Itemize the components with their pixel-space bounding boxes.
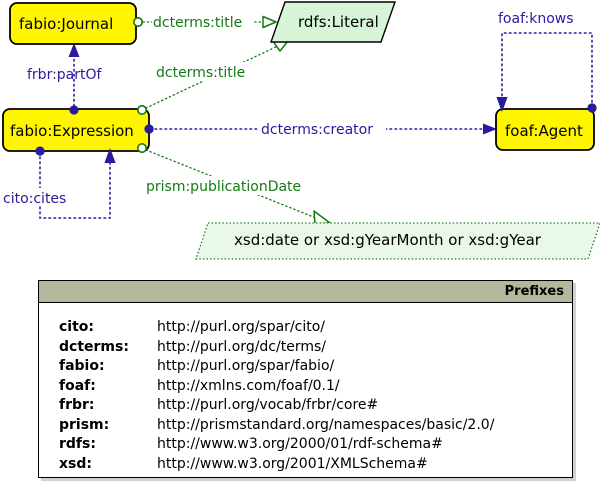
prefix-key: prism:	[59, 416, 110, 433]
table-row: cito: http://purl.org/spar/cito/	[59, 318, 572, 338]
anchor-circle-title-expression	[137, 105, 148, 116]
prefix-key: fabio:	[59, 358, 105, 374]
label-bg-foaf-knows	[496, 8, 596, 27]
prefix-key: cito:	[59, 319, 95, 335]
prefixes-table-body: cito: http://purl.org/spar/cito/ dcterms…	[39, 303, 572, 474]
prefix-uri: http://prismstandard.org/namespaces/basi…	[157, 416, 495, 433]
node-foaf-agent[interactable]: foaf:Agent	[495, 108, 595, 151]
edge-line-foaf-knows	[501, 32, 593, 108]
table-row: dcterms: http://purl.org/dc/terms/	[59, 338, 572, 358]
edge-label-foaf-knows: foaf:knows	[498, 11, 574, 27]
prefixes-table-header: Prefixes	[39, 281, 572, 303]
prefix-uri: http://www.w3.org/2001/XMLSchema#	[157, 455, 428, 472]
arrowhead-frbr-partOf	[68, 43, 80, 57]
edge-prism-publicationDate[interactable]: prism:publicationDate	[137, 143, 342, 225]
prefix-uri: http://www.w3.org/2000/01/rdf-schema#	[157, 436, 443, 452]
prefix-key: rdfs:	[59, 436, 96, 452]
prefix-uri: http://purl.org/vocab/frbr/core#	[157, 397, 379, 413]
arrowhead-dcterms-title-journal	[262, 15, 277, 29]
table-row: rdfs: http://www.w3.org/2000/01/rdf-sche…	[59, 435, 572, 455]
node-fabio-journal[interactable]: fabio:Journal	[9, 2, 137, 45]
label-bg-prism-publicationDate	[144, 176, 342, 195]
table-row: fabio: http://purl.org/spar/fabio/	[59, 357, 572, 377]
prefix-key: xsd:	[59, 455, 92, 472]
node-label-fabio-journal: fabio:Journal	[19, 15, 113, 33]
anchor-dot-cites-source	[35, 146, 45, 156]
node-shape-xsd-date-types	[195, 222, 600, 260]
table-row: foaf: http://xmlns.com/foaf/0.1/	[59, 377, 572, 397]
prefix-uri: http://purl.org/spar/fabio/	[157, 358, 335, 374]
label-bg-dcterms-creator	[258, 120, 386, 138]
node-rdfs-literal[interactable]: rdfs:Literal	[270, 1, 396, 43]
node-xsd-date-types[interactable]: xsd:date or xsd:gYearMonth or xsd:gYear	[195, 222, 600, 260]
edge-dcterms-title-expression[interactable]: dcterms:title	[137, 39, 289, 116]
edge-label-dcterms-creator: dcterms:creator	[261, 122, 373, 138]
anchor-circle-pubdate	[137, 143, 148, 154]
prefix-uri: http://purl.org/spar/cito/	[157, 319, 326, 335]
edge-dcterms-creator[interactable]: dcterms:creator	[144, 120, 497, 138]
anchor-dot-creator-source	[144, 124, 154, 134]
label-bg-dcterms-title-journal	[152, 12, 254, 31]
arrowhead-dcterms-creator	[483, 123, 497, 135]
label-bg-cito-cites	[2, 188, 78, 206]
node-shape-rdfs-literal	[270, 1, 396, 43]
edge-label-prism-publicationDate: prism:publicationDate	[146, 179, 301, 195]
prefix-uri: http://purl.org/dc/terms/	[157, 338, 326, 355]
node-label-rdfs-literal: rdfs:Literal	[298, 13, 379, 31]
edge-cito-cites[interactable]: cito:cites	[2, 146, 116, 219]
edge-label-cito-cites: cito:cites	[3, 191, 66, 207]
edge-label-frbr-partOf: frbr:partOf	[27, 67, 103, 83]
prefixes-table: Prefixes cito: http://purl.org/spar/cito…	[38, 280, 573, 478]
anchor-circle-title-journal	[133, 16, 144, 27]
edge-label-dcterms-title-journal: dcterms:title	[153, 15, 242, 31]
node-fabio-expression[interactable]: fabio:Expression	[2, 108, 150, 152]
prefix-key: foaf:	[59, 377, 96, 394]
edge-line-cito-cites	[39, 151, 111, 219]
node-label-fabio-expression: fabio:Expression	[10, 122, 134, 140]
prefixes-table-title: Prefixes	[504, 284, 564, 299]
table-row: frbr: http://purl.org/vocab/frbr/core#	[59, 396, 572, 416]
prefix-key: frbr:	[59, 397, 95, 413]
table-row: xsd: http://www.w3.org/2001/XMLSchema#	[59, 455, 572, 475]
edge-label-dcterms-title-expression: dcterms:title	[156, 65, 245, 81]
node-shape-foaf-agent	[495, 108, 595, 151]
anchor-arrow-cites-target	[104, 148, 116, 163]
anchor-dot-knows-source	[587, 103, 597, 113]
prefix-uri: http://xmlns.com/foaf/0.1/	[157, 377, 340, 394]
prefix-key: dcterms:	[59, 338, 129, 355]
anchor-dot-partof-expression	[69, 105, 79, 115]
table-row: prism: http://prismstandard.org/namespac…	[59, 416, 572, 436]
label-bg-dcterms-title-expression	[155, 62, 257, 81]
edge-foaf-knows[interactable]: foaf:knows	[496, 8, 597, 113]
node-label-foaf-agent: foaf:Agent	[505, 122, 583, 140]
edge-dcterms-title-journal[interactable]: dcterms:title	[133, 12, 277, 31]
arrowhead-prism-publicationDate	[313, 210, 331, 225]
anchor-arrow-knows-target	[496, 97, 508, 112]
node-label-xsd-date-types: xsd:date or xsd:gYearMonth or xsd:gYear	[234, 231, 542, 249]
